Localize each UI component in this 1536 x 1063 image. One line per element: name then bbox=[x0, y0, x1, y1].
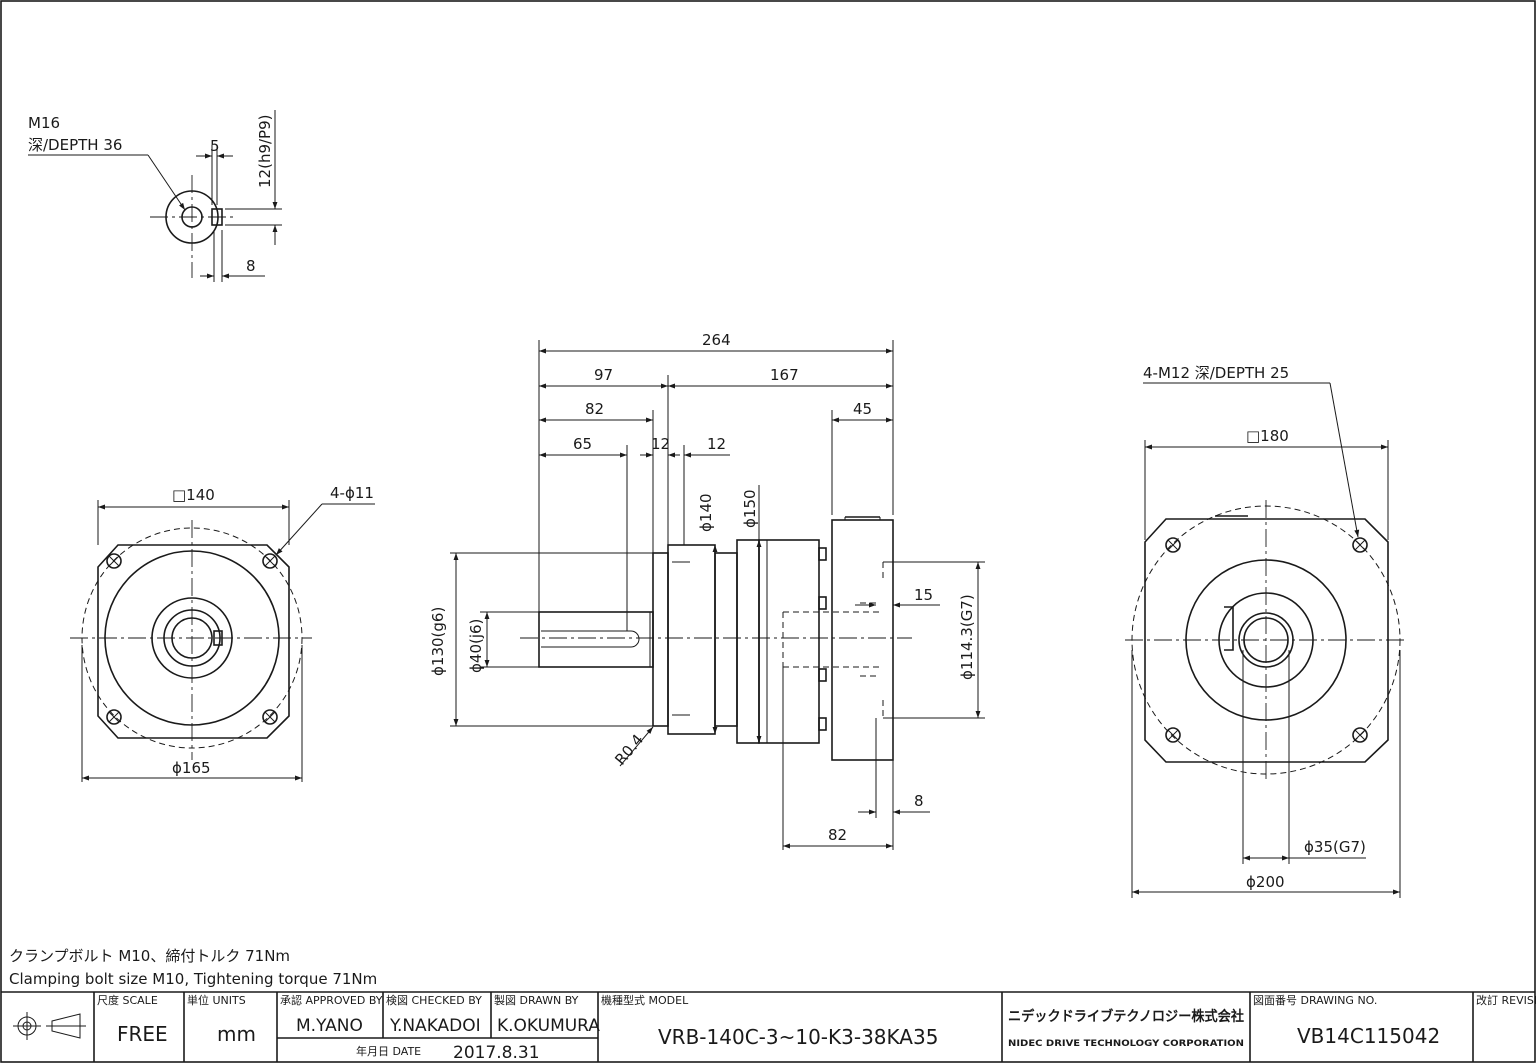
company-logo-jp: ニデックドライブテクノロジー株式会社 bbox=[1008, 1008, 1244, 1025]
company-logo-en: NIDEC DRIVE TECHNOLOGY CORPORATION bbox=[1008, 1039, 1244, 1049]
approved-label: 承認 APPROVED BY bbox=[280, 993, 383, 1007]
drawn-label: 製図 DRAWN BY bbox=[494, 993, 579, 1007]
dim-97: 97 bbox=[594, 366, 613, 384]
dim-15: 15 bbox=[914, 586, 933, 604]
note-jp: クランプボルト M10、締付トルク 71Nm bbox=[9, 947, 290, 965]
drawing-no-value: VB14C115042 bbox=[1297, 1024, 1440, 1048]
drawing-no-label: 図面番号 DRAWING NO. bbox=[1253, 994, 1377, 1007]
rear-view: 4-M12 深/DEPTH 25 □180 ϕ35(G7) ϕ200 bbox=[1125, 364, 1408, 898]
key-detail: 5 8 12(h9/P9) M16 深/DEPTH 36 bbox=[28, 110, 282, 282]
dim-82b: 82 bbox=[828, 826, 847, 844]
dim-radius: R0.4 bbox=[611, 731, 647, 769]
model-label: 機種型式 MODEL bbox=[601, 993, 689, 1007]
note-en: Clamping bolt size M10, Tightening torqu… bbox=[9, 970, 377, 988]
front-holes-dim: 4-ϕ11 bbox=[330, 484, 374, 502]
front-view: □140 4-ϕ11 ϕ165 bbox=[70, 484, 375, 782]
dim-dia130: ϕ130(g6) bbox=[429, 607, 447, 676]
dim-overall: 264 bbox=[702, 331, 731, 349]
dim-167: 167 bbox=[770, 366, 799, 384]
dim-key-height: 12(h9/P9) bbox=[256, 115, 274, 188]
revise-label: 改訂 REVISE bbox=[1476, 993, 1536, 1007]
dim-8: 8 bbox=[914, 792, 924, 810]
dim-dia140: ϕ140 bbox=[697, 493, 715, 532]
date-label: 年月日 DATE bbox=[356, 1044, 421, 1058]
date-value: 2017.8.31 bbox=[453, 1043, 540, 1063]
front-square-dim: □140 bbox=[172, 486, 215, 504]
model-value: VRB-140C-3~10-K3-38KA35 bbox=[658, 1025, 938, 1049]
checked-value: Y.NAKADOI bbox=[389, 1016, 481, 1036]
scale-label: 尺度 SCALE bbox=[97, 993, 158, 1007]
units-label: 単位 UNITS bbox=[187, 993, 246, 1007]
front-pcd-dim: ϕ165 bbox=[172, 759, 211, 777]
side-view: 264 97 167 82 45 65 12 12 ϕ140 ϕ150 bbox=[429, 331, 985, 850]
dim-12a: 12 bbox=[651, 435, 670, 453]
rear-bore-dim: ϕ35(G7) bbox=[1304, 838, 1366, 856]
dim-45: 45 bbox=[853, 400, 872, 418]
thread-size: M16 bbox=[28, 114, 60, 132]
dim-12b: 12 bbox=[707, 435, 726, 453]
checked-label: 検図 CHECKED BY bbox=[386, 993, 482, 1007]
dim-65: 65 bbox=[573, 435, 592, 453]
scale-value: FREE bbox=[117, 1022, 168, 1046]
rear-dia200-dim: ϕ200 bbox=[1246, 873, 1285, 891]
dim-key-width: 5 bbox=[210, 137, 220, 155]
dim-82: 82 bbox=[585, 400, 604, 418]
projection-symbol-icon bbox=[13, 1012, 86, 1040]
rear-tapped-dim: 4-M12 深/DEPTH 25 bbox=[1143, 364, 1289, 382]
title-block: 尺度 SCALE FREE 単位 UNITS mm 承認 APPROVED BY… bbox=[1, 991, 1536, 1063]
units-value: mm bbox=[217, 1022, 256, 1046]
rear-square-dim: □180 bbox=[1246, 427, 1289, 445]
thread-depth: 深/DEPTH 36 bbox=[28, 136, 122, 154]
dim-key-depth: 8 bbox=[246, 257, 256, 275]
dim-dia114: ϕ114.3(G7) bbox=[958, 594, 976, 680]
dim-dia150: ϕ150 bbox=[741, 489, 759, 528]
drawn-value: K.OKUMURA bbox=[497, 1016, 600, 1036]
approved-value: M.YANO bbox=[296, 1016, 363, 1036]
dim-dia40: ϕ40(j6) bbox=[467, 619, 485, 673]
